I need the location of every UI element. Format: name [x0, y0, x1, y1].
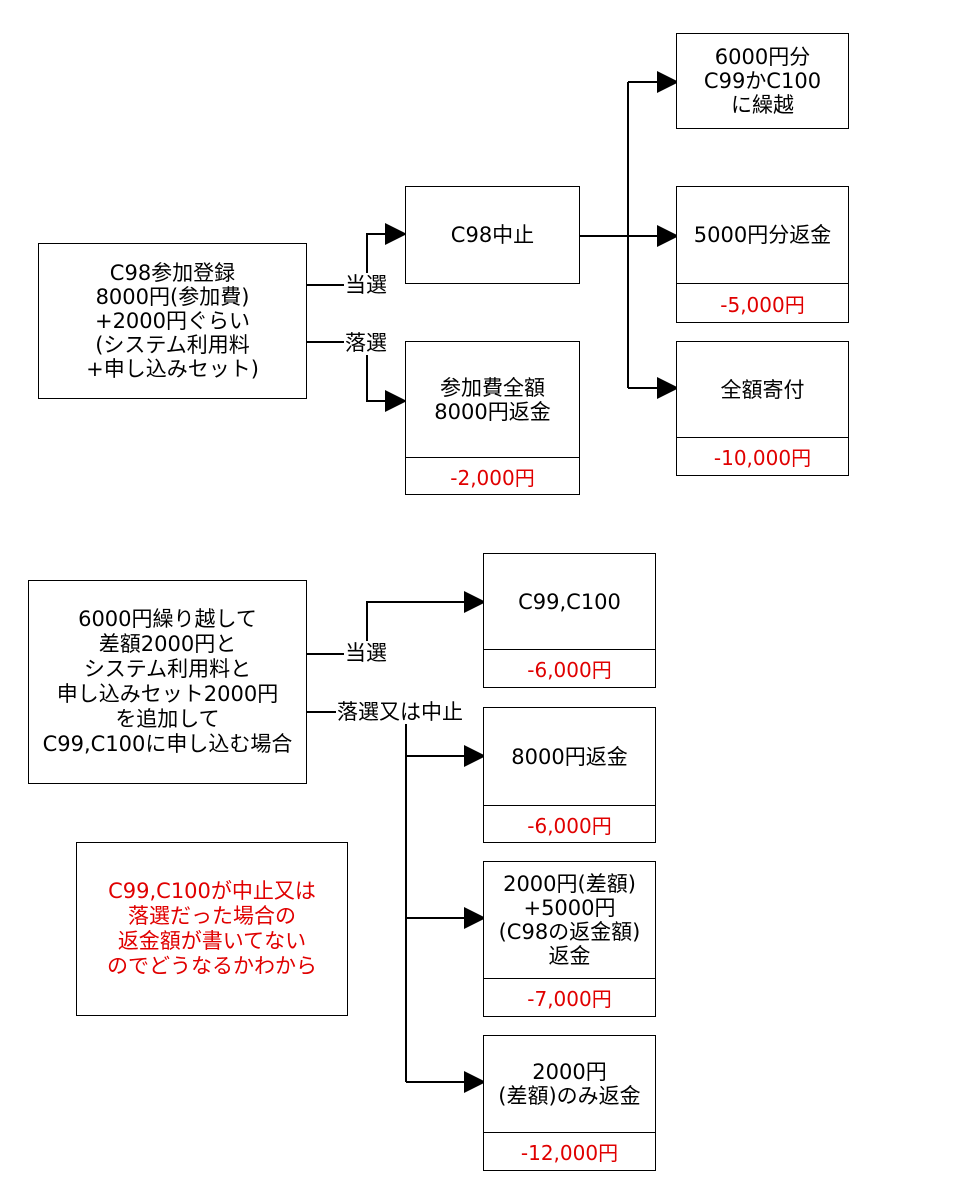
- refund-5000-box: 5000円分返金: [676, 186, 849, 284]
- win-connector-2: [306, 591, 486, 655]
- c98-cancel-box: C98中止: [405, 186, 580, 284]
- c99-c100-box: C99,C100: [483, 553, 656, 650]
- win-connector: [306, 223, 407, 286]
- donate-amount: -10,000円: [676, 437, 849, 476]
- carry-over-box: 6000円分 C99かC100 に繰越: [676, 33, 849, 129]
- refund-diff-box: 2000円(差額) +5000円 (C98の返金額) 返金: [483, 861, 656, 979]
- win-label: 当選: [344, 273, 388, 297]
- win-label-2: 当選: [344, 641, 388, 665]
- refund-8000-box: 8000円返金: [483, 707, 656, 806]
- lose-or-cancel-label: 落選又は中止: [336, 700, 464, 724]
- donate-box: 全額寄付: [676, 341, 849, 438]
- c98-registration-box: C98参加登録 8000円(参加費) +2000円ぐらい (システム利用料 +申…: [38, 243, 307, 399]
- full-refund-box: 参加費全額 8000円返金: [405, 341, 580, 458]
- refund-5000-amount: -5,000円: [676, 283, 849, 323]
- c99-c100-amount: -6,000円: [483, 649, 656, 688]
- refund-diff-amount: -7,000円: [483, 978, 656, 1017]
- lose-connector: [306, 341, 407, 412]
- refund-2000-amount: -12,000円: [483, 1132, 656, 1171]
- refund-2000-box: 2000円 (差額)のみ返金: [483, 1035, 656, 1133]
- lose-label: 落選: [344, 331, 388, 355]
- warning-note: C99,C100が中止又は 落選だった場合の 返金額が書いてない のでどうなるか…: [76, 842, 348, 1016]
- c99-application-box: 6000円繰り越して 差額2000円と システム利用料と 申し込みセット2000…: [28, 580, 307, 784]
- full-refund-amount: -2,000円: [405, 457, 580, 495]
- refund-8000-amount: -6,000円: [483, 805, 656, 843]
